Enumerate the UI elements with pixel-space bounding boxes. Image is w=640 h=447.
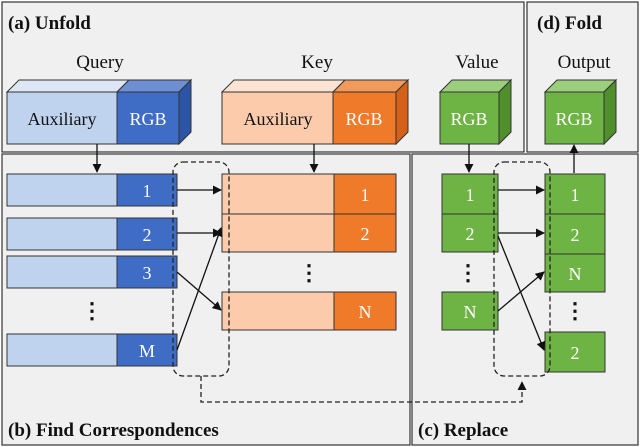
value-rows: 1 2 ⋮ N xyxy=(441,173,499,331)
query-row-rgb xyxy=(116,333,178,367)
query-block-aux xyxy=(6,91,118,145)
value-block: RGB xyxy=(438,78,513,146)
output-row-label: N xyxy=(569,264,582,284)
key-row-rgb xyxy=(333,291,397,331)
query-rgb-label: RGB xyxy=(129,109,166,129)
key-row-aux xyxy=(221,291,335,331)
output-rows: 1 2 N ⋮ 2 xyxy=(544,173,606,373)
value-row-label: N xyxy=(464,302,477,322)
query-row-aux xyxy=(6,333,118,367)
panel-title-unfold: (a) Unfold xyxy=(8,13,91,34)
arrow-qm-k2 xyxy=(176,227,223,351)
output-block-rgb xyxy=(544,91,605,145)
panel-title-replace: (c) Replace xyxy=(418,420,508,441)
key-row-label: 1 xyxy=(361,185,370,205)
header-output: Output xyxy=(558,52,612,73)
key-block-top-aux xyxy=(220,79,347,93)
key-row-aux xyxy=(221,213,335,253)
key-block-rgb xyxy=(332,91,397,145)
value-block-rgb xyxy=(439,91,500,145)
value-row xyxy=(441,173,499,215)
key-row-rgb xyxy=(333,213,397,253)
query-row-label: 1 xyxy=(143,181,152,201)
key-aux-label: Auxiliary xyxy=(244,109,313,129)
value-rgb-label: RGB xyxy=(450,109,487,129)
key-rows: 1 2 ⋮ N xyxy=(221,173,397,331)
query-block-side xyxy=(178,78,192,146)
query-aux-label: Auxiliary xyxy=(28,109,97,129)
output-ellipsis: ⋮ xyxy=(564,298,586,323)
dashed-selection-left xyxy=(172,161,230,377)
dashed-connector xyxy=(200,376,527,403)
query-block-top-rgb xyxy=(115,79,193,93)
query-block-rgb xyxy=(116,91,180,145)
header-query: Query xyxy=(76,52,124,73)
output-row xyxy=(544,173,606,215)
value-row-label: 1 xyxy=(466,185,475,205)
query-rows: 1 2 3 ⋮ M xyxy=(6,173,178,367)
dashed-selection-right xyxy=(493,161,551,377)
key-block-aux xyxy=(221,91,334,145)
output-row-label: 2 xyxy=(571,343,580,363)
output-block: RGB xyxy=(543,78,618,146)
query-row-aux xyxy=(6,255,118,289)
header-key: Key xyxy=(301,52,333,73)
arrow-q3-kn xyxy=(176,271,222,311)
key-block-side xyxy=(395,78,409,146)
value-ellipsis: ⋮ xyxy=(457,260,479,285)
key-row-label: N xyxy=(359,302,372,322)
key-block-top-rgb xyxy=(331,79,410,93)
query-row-label: 3 xyxy=(143,263,152,283)
output-row-label: 2 xyxy=(571,225,580,245)
query-block-top-aux xyxy=(5,79,131,93)
panel-title-fold: (d) Fold xyxy=(537,13,602,34)
panel-title-find: (b) Find Correspondences xyxy=(8,420,219,441)
header-value: Value xyxy=(455,52,498,73)
query-row-label: 2 xyxy=(143,225,152,245)
value-block-side xyxy=(498,78,512,146)
value-row-label: 2 xyxy=(466,224,475,244)
query-block: Auxiliary RGB xyxy=(5,78,193,146)
output-rgb-label: RGB xyxy=(555,109,592,129)
query-row-aux xyxy=(6,217,118,251)
query-row-rgb xyxy=(116,217,178,251)
key-row-rgb xyxy=(333,173,397,215)
key-rgb-label: RGB xyxy=(345,109,382,129)
output-row-label: 1 xyxy=(571,185,580,205)
query-ellipsis: ⋮ xyxy=(81,298,103,323)
key-row-label: 2 xyxy=(361,224,370,244)
output-row xyxy=(544,253,606,293)
query-row-aux xyxy=(6,173,118,207)
arrow-v2-o2b xyxy=(497,235,546,351)
query-row-label: M xyxy=(139,341,155,361)
output-row xyxy=(544,331,606,373)
output-block-side xyxy=(603,78,617,146)
key-row-aux xyxy=(221,173,335,215)
key-block: Auxiliary RGB xyxy=(220,78,410,146)
key-ellipsis: ⋮ xyxy=(298,260,320,285)
value-row xyxy=(441,291,499,331)
